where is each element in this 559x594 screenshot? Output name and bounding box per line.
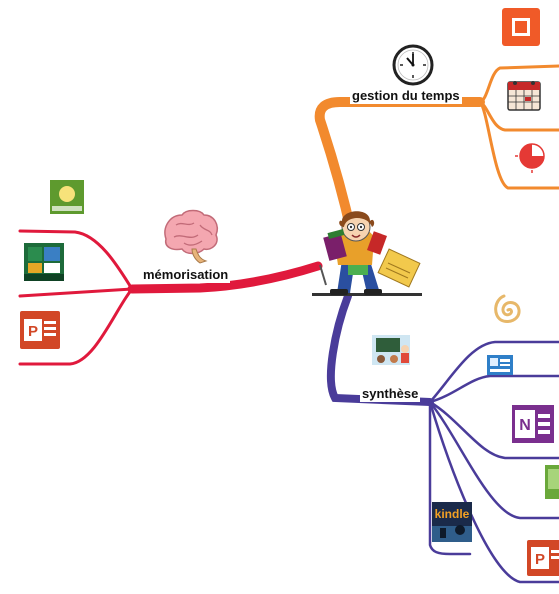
branch-label-synthese[interactable]: synthèse	[360, 386, 421, 402]
powerpoint-icon: P	[20, 311, 60, 349]
powerpoint-letter: P	[28, 323, 38, 340]
classroom-board-icon	[372, 335, 410, 365]
onenote-letter: N	[519, 417, 531, 434]
branch-gestion-du-temps	[314, 64, 559, 240]
blue-app-icon	[487, 355, 513, 375]
branch-line-main	[326, 292, 434, 406]
branch-line-sub	[478, 100, 559, 190]
brain-icon	[164, 209, 218, 264]
branch-line-sub	[18, 287, 134, 298]
branch-line-sub	[428, 340, 559, 404]
powerpoint-letter: P	[535, 551, 545, 568]
branch-line-sub	[428, 400, 472, 556]
branch-memorisation	[18, 229, 323, 366]
branch-line-sub	[18, 287, 134, 366]
green-app-icon	[50, 180, 84, 214]
powerpoint-icon: P	[527, 540, 559, 576]
green-app-icon	[545, 465, 559, 499]
orange-square-app-icon	[502, 8, 540, 46]
calendar-icon	[507, 81, 541, 111]
branch-label-gestion-du-temps[interactable]: gestion du temps	[350, 88, 462, 104]
branch-line-sub	[18, 229, 134, 291]
kindle-label: kindle	[435, 507, 470, 521]
branch-line-sub	[428, 374, 559, 404]
branch-line-sub	[428, 400, 559, 460]
student-with-books-icon	[312, 211, 422, 296]
spiral-icon	[494, 294, 521, 324]
branch-line-main	[314, 97, 485, 240]
onenote-icon: N	[512, 405, 554, 443]
branch-label-memorisation[interactable]: mémorisation	[141, 267, 231, 283]
branch-synthese	[326, 292, 559, 584]
branch-line-sub	[478, 64, 559, 104]
branch-line-main	[127, 261, 323, 294]
kindle-icon: kindle	[432, 502, 472, 542]
branch-line-sub	[428, 400, 559, 520]
timer-icon	[515, 143, 545, 173]
wall-clock-icon	[392, 44, 434, 86]
excel-icon	[24, 243, 64, 281]
branch-line-sub	[428, 400, 559, 584]
